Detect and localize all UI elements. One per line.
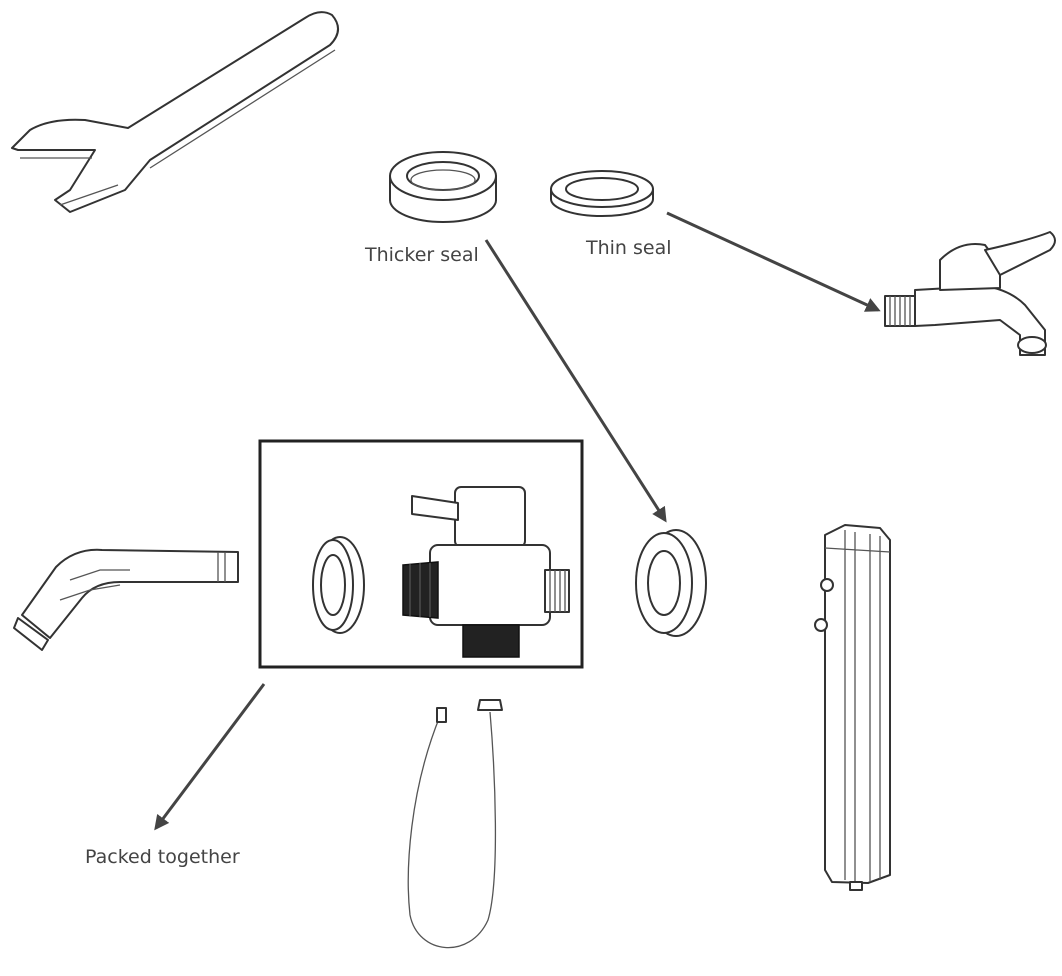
thin-seal-icon bbox=[550, 170, 654, 217]
ring-seal-icon bbox=[635, 529, 707, 637]
faucet-icon bbox=[884, 231, 1056, 356]
shower-arm-icon bbox=[13, 548, 239, 651]
box-seal-icon bbox=[312, 536, 365, 634]
diverter-valve-icon bbox=[402, 486, 570, 658]
arrow-thin-seal-to-faucet bbox=[666, 211, 881, 312]
arrow-packed-together bbox=[154, 683, 266, 831]
packed-together-label: Packed together bbox=[85, 846, 240, 868]
arrow-thicker-seal-to-ring bbox=[484, 239, 667, 523]
thicker-seal-icon bbox=[389, 151, 497, 223]
thicker-seal-label: Thicker seal bbox=[365, 244, 479, 266]
wrench-icon bbox=[11, 11, 339, 213]
hose-icon bbox=[407, 699, 503, 949]
packed-box bbox=[258, 439, 584, 669]
thin-seal-label: Thin seal bbox=[586, 237, 672, 259]
shower-column-icon bbox=[814, 524, 891, 891]
